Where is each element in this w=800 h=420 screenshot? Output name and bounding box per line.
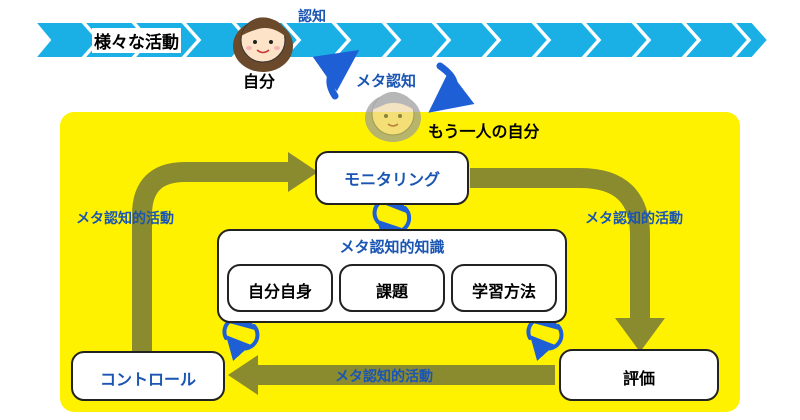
flow-arrows — [132, 162, 650, 385]
meta-cycle-arrows — [312, 49, 475, 113]
arrowhead-to-monitoring — [288, 152, 318, 192]
activity-label-right: メタ認知的活動 — [585, 211, 683, 227]
knowledge-item-box-self — [227, 264, 333, 312]
knowledge-item-box-method — [451, 264, 557, 312]
meta-cognition-label: メタ認知 — [356, 72, 417, 90]
evaluation-box — [559, 349, 719, 401]
arrowhead-to-control — [228, 355, 258, 395]
monitoring-box — [315, 151, 469, 205]
activities-label: 様々な活動 — [92, 28, 181, 53]
flow-arrowheads — [228, 152, 665, 395]
arrowhead-to-evaluation — [615, 318, 665, 352]
control-label: コントロール — [99, 370, 196, 389]
evaluation-label: 評価 — [622, 369, 655, 388]
activity-label-bottom: メタ認知的活動 — [335, 369, 433, 385]
activity-label-left: メタ認知的活動 — [76, 211, 174, 227]
knowledge-item-task: 課題 — [375, 282, 408, 301]
control-box — [71, 351, 225, 401]
knowledge-title: メタ認知的知識 — [339, 238, 445, 256]
self-person-icon — [233, 17, 293, 72]
monitoring-label: モニタリング — [343, 170, 440, 189]
cognition-label: 認知 — [298, 9, 326, 25]
self-label: 自分 — [243, 72, 276, 91]
other-self-label: もう一人の自分 — [428, 122, 540, 141]
other-self-person-icon — [365, 91, 421, 142]
knowledge-item-box-task — [339, 264, 445, 312]
knowledge-item-self: 自分自身 — [247, 282, 312, 301]
knowledge-item-method: 学習方法 — [471, 282, 536, 301]
